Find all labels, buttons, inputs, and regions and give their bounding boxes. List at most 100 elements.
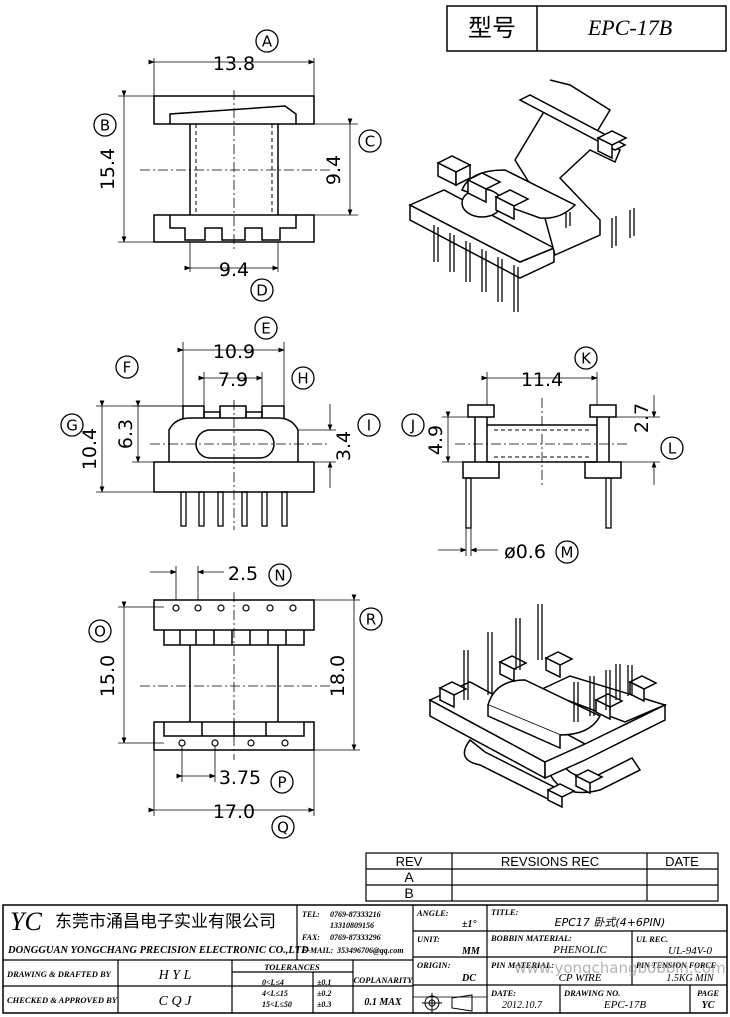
letter-L: L: [668, 440, 677, 458]
ul-label: UL REC.: [636, 934, 668, 944]
view-bottom: [118, 566, 360, 816]
dim-L-value: 2.7: [631, 403, 653, 433]
rev-row-a: A: [404, 869, 414, 885]
view-iso-lower: [428, 604, 668, 809]
dim-D-value: 9.4: [219, 259, 249, 281]
letter-Q-circle: [271, 815, 295, 839]
letter-F: F: [123, 359, 132, 377]
dim-G-value: 10.4: [79, 428, 101, 470]
title-value: EPC17 卧式(4+6PIN): [555, 916, 666, 929]
projection-symbol: [422, 993, 473, 1013]
drawing-label: DRAWING & DRAFTED BY: [6, 969, 112, 979]
letter-K-circle: [574, 346, 598, 370]
letter-M-circle: [555, 540, 579, 564]
tel-2: 13310809156: [330, 921, 374, 930]
letter-N-circle: [268, 563, 292, 587]
tol-range-3: 15<L≤50: [262, 1000, 292, 1009]
rev-header: REV: [396, 854, 423, 869]
letter-C-circle: [358, 129, 382, 153]
dim-K-value: 11.4: [521, 369, 563, 391]
letter-P-circle: [270, 770, 294, 794]
dim-R-value: 18.0: [327, 655, 349, 697]
rec-header: REVSIONS REC: [501, 854, 599, 869]
letter-H: H: [297, 370, 308, 388]
letter-D-circle: [250, 278, 274, 302]
date-header: DATE: [665, 854, 699, 869]
title-block: [2, 904, 728, 1014]
letter-R-circle: [359, 607, 383, 631]
dim-C-value: 9.4: [323, 155, 345, 185]
letter-P: P: [277, 774, 286, 792]
fax-label: FAX:: [301, 933, 320, 942]
ul-value: UL-94V-0: [668, 945, 713, 957]
view-top: [118, 58, 358, 272]
company-name-en: DONGGUAN YONGCHANG PRECISION ELECTRONIC …: [7, 945, 309, 956]
tolerances-label: TOLERANCES: [264, 962, 320, 972]
rev-row-b: B: [404, 885, 413, 901]
dim-F-value: 6.3: [115, 419, 137, 449]
letter-Q: Q: [277, 819, 289, 837]
view-front: [96, 342, 336, 530]
letter-O: O: [94, 623, 106, 641]
letter-O-circle: [88, 619, 112, 643]
letter-B: B: [100, 117, 110, 135]
bobbin-value: PHENOLIC: [552, 944, 607, 956]
view-iso-upper: [408, 79, 635, 312]
dim-E-value: 10.9: [213, 341, 255, 363]
email-label: E-MAIL:: [301, 946, 333, 955]
pin-label: PIN MATERIAL:: [491, 960, 554, 970]
header-model: EPC-17B: [587, 15, 672, 40]
checked-value: C Q J: [159, 994, 192, 1009]
letter-F-circle: [115, 355, 139, 379]
letter-C: C: [365, 133, 375, 151]
letter-R: R: [366, 611, 376, 629]
page-value: YC: [702, 1000, 715, 1011]
revision-table: [365, 852, 719, 902]
origin-value: DC: [461, 973, 476, 984]
origin-label: ORIGIN:: [417, 960, 451, 970]
angle-label: ANGLE:: [416, 908, 449, 918]
email-value: 353496706@qq.com: [336, 946, 403, 955]
angle-value: ±1°: [462, 919, 477, 930]
letter-G-circle: [60, 413, 84, 437]
view-side: [438, 372, 660, 556]
tension-value: 1.5KG MIN: [666, 973, 715, 984]
tel-1: 0769-87333216: [330, 910, 381, 919]
dim-H-value: 7.9: [218, 369, 248, 391]
pin-value: CP WIRE: [559, 972, 602, 984]
letter-H-circle: [291, 366, 315, 390]
tol-value-1: ±0.1: [317, 978, 331, 987]
header-type-label: 型号: [468, 14, 516, 42]
header-box: 型号 EPC-17B: [446, 5, 727, 52]
tol-range-1: 0<L≤4: [262, 978, 284, 987]
tension-label: PIN TENSION FORCE: [636, 961, 716, 970]
letter-B-circle: [93, 113, 117, 137]
unit-value: MM: [461, 946, 481, 957]
letter-J: J: [410, 417, 415, 435]
drawing-no-label: DRAWING NO.: [563, 988, 620, 998]
letter-J-circle: [401, 413, 425, 437]
tel-label: TEL:: [302, 910, 320, 919]
company-name-cn: 东莞市涌昌电子实业有限公司: [55, 912, 276, 932]
letter-L-circle: [660, 436, 684, 460]
dim-J-value: 4.9: [425, 425, 447, 455]
watermark: www.yongchangbobbin.com: [514, 959, 725, 977]
dim-P-value: 3.75: [219, 767, 261, 789]
letter-M: M: [561, 544, 574, 562]
tol-value-3: ±0.3: [317, 1000, 331, 1009]
date-label: DATE:: [490, 988, 516, 998]
letter-N: N: [274, 567, 285, 585]
dim-A-value: 13.8: [213, 53, 255, 75]
letter-I: I: [367, 417, 371, 435]
letter-E-circle: [254, 316, 278, 340]
letter-E: E: [261, 320, 270, 338]
page-label: PAGE: [697, 988, 719, 998]
company-logo: YC: [10, 907, 42, 936]
title-label: TITLE:: [491, 907, 519, 917]
letter-D: D: [256, 282, 268, 300]
bobbin-label: BOBBIN MATERIAL:: [490, 933, 572, 943]
fax-value: 0769-87333296: [330, 933, 381, 942]
letter-K: K: [581, 350, 592, 368]
